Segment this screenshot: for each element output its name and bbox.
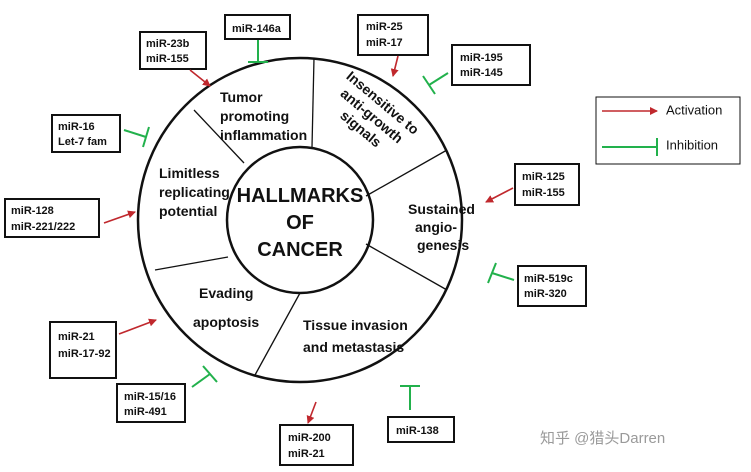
mirna-box-mir200-line-1: miR-200 xyxy=(288,432,331,444)
segment-replicating: Limitless replicating potential xyxy=(159,165,230,219)
legend-inhibition-bar xyxy=(602,138,658,156)
mirna-box-mir128: miR-128 miR-221/222 xyxy=(4,198,100,238)
mirna-box-mir21-frame xyxy=(49,321,117,379)
mirna-box-mir128-line-1: miR-128 xyxy=(11,205,54,217)
segment-replicating-line-2: replicating xyxy=(159,184,230,200)
legend-activation-label: Activation xyxy=(666,102,722,117)
inhibition-bar-mir15 xyxy=(191,365,218,388)
inhibition-bars xyxy=(123,40,515,410)
segment-invasion: Tissue invasion and metastasis xyxy=(303,317,408,355)
mirna-box-mir25-frame xyxy=(357,14,429,56)
mirna-box-mir125-frame xyxy=(514,163,580,206)
mirna-box-mir21: miR-21 miR-17-92 xyxy=(49,321,117,379)
mirna-box-mir15-line-2: miR-491 xyxy=(124,406,167,418)
mirna-box-mir128-frame xyxy=(4,198,100,238)
segment-angiogenesis: Sustained angio- genesis xyxy=(408,201,475,253)
center-title-line-3: CANCER xyxy=(257,239,343,261)
mirna-box-mir519c: miR-519c miR-320 xyxy=(517,265,587,307)
segment-inflammation: Tumor promoting inflammation xyxy=(220,89,307,143)
segment-replicating-line-1: Limitless xyxy=(159,165,220,181)
mirna-box-mir15-line-1: miR-15/16 xyxy=(124,391,176,403)
mirna-box-mir146a-line-1: miR-146a xyxy=(232,23,282,35)
segment-angiogenesis-line-3: genesis xyxy=(417,237,469,253)
mirna-box-mir146a: miR-146a xyxy=(224,14,291,40)
mirna-box-mir146a-frame xyxy=(224,14,291,40)
mirna-box-mir25-line-1: miR-25 xyxy=(366,21,403,33)
activation-arrow-mir200 xyxy=(306,401,317,424)
inhibition-bar-mir519c xyxy=(487,262,515,284)
mirna-box-mir25-line-2: miR-17 xyxy=(366,37,403,49)
mirna-box-mir16-line-2: Let-7 fam xyxy=(58,136,107,148)
inhibition-bar-mir138 xyxy=(400,385,420,410)
mirna-box-mir200: miR-200 miR-21 xyxy=(279,424,354,466)
center-title-line-2: OF xyxy=(286,212,314,234)
divider-top xyxy=(311,57,315,148)
mirna-box-mir21-line-1: miR-21 xyxy=(58,331,95,343)
activation-arrow-mir25 xyxy=(390,55,399,77)
legend-inhibition-label: Inhibition xyxy=(666,137,718,152)
legend-frame xyxy=(595,96,741,165)
mirna-box-mir16: miR-16 Let-7 fam xyxy=(51,114,121,153)
segment-angiogenesis-line-2: angio- xyxy=(415,219,457,235)
segment-angiogenesis-line-1: Sustained xyxy=(408,201,475,217)
inhibition-bar-mir16 xyxy=(123,126,150,148)
segment-invasion-line-1: Tissue invasion xyxy=(303,317,408,333)
mirna-box-mir125-line-2: miR-155 xyxy=(522,187,565,199)
mirna-box-mir138-line-1: miR-138 xyxy=(396,425,439,437)
segment-apoptosis-line-2: apoptosis xyxy=(193,314,259,330)
segment-inflammation-line-2: promoting xyxy=(220,108,289,124)
mirna-box-mir23b-line-2: miR-155 xyxy=(146,53,189,65)
divider-lower-right xyxy=(365,243,448,291)
mirna-box-mir23b-line-1: miR-23b xyxy=(146,38,190,50)
divider-lower-left xyxy=(154,256,229,271)
segment-apoptosis-line-1: Evading xyxy=(199,285,253,301)
mirna-box-mir16-frame xyxy=(51,114,121,153)
mirna-box-mir128-line-2: miR-221/222 xyxy=(11,221,75,233)
segment-inflammation-line-3: inflammation xyxy=(220,127,307,143)
mirna-box-mir125: miR-125 miR-155 xyxy=(514,163,580,206)
mirna-box-mir138: miR-138 xyxy=(387,416,455,443)
divider-upper-left xyxy=(193,109,245,164)
segment-inflammation-line-1: Tumor xyxy=(220,89,263,105)
divider-bottom xyxy=(254,292,301,376)
activation-arrows xyxy=(103,55,514,424)
activation-arrow-mir21 xyxy=(118,318,157,335)
activation-arrow-mir125 xyxy=(485,187,514,203)
inhibition-bar-mir146a xyxy=(248,40,268,63)
mirna-box-mir138-frame xyxy=(387,416,455,443)
center-title: HALLMARKS OF CANCER xyxy=(237,185,364,261)
center-title-line-1: HALLMARKS xyxy=(237,185,364,207)
segment-dividers xyxy=(154,57,448,376)
segment-replicating-line-3: potential xyxy=(159,203,217,219)
mirna-box-mir200-line-2: miR-21 xyxy=(288,448,325,460)
mirna-box-mir519c-line-1: miR-519c xyxy=(524,273,573,285)
segment-apoptosis: Evading apoptosis xyxy=(193,285,259,330)
mirna-box-mir519c-frame xyxy=(517,265,587,307)
mirna-box-mir16-line-1: miR-16 xyxy=(58,121,95,133)
mirna-box-mir125-line-1: miR-125 xyxy=(522,171,565,183)
mirna-box-mir15: miR-15/16 miR-491 xyxy=(116,383,186,423)
mirna-box-mir200-frame xyxy=(279,424,354,466)
divider-upper-right xyxy=(365,149,448,197)
activation-arrow-mir128 xyxy=(103,210,136,224)
mirna-box-mir195-frame xyxy=(451,44,531,86)
mirna-box-mir519c-line-2: miR-320 xyxy=(524,288,567,300)
mirna-box-mir195: miR-195 miR-145 xyxy=(451,44,531,86)
mirna-box-mir25: miR-25 miR-17 xyxy=(357,14,429,56)
mirna-box-mir195-line-2: miR-145 xyxy=(460,67,503,79)
legend: Activation Inhibition xyxy=(595,96,741,165)
inhibition-bar-mir195 xyxy=(422,72,449,95)
mirna-box-mir23b-frame xyxy=(139,31,207,70)
activation-arrow-mir23b xyxy=(189,69,211,87)
mirna-box-mir21-line-2: miR-17-92 xyxy=(58,348,111,360)
mirna-box-mir195-line-1: miR-195 xyxy=(460,52,503,64)
mirna-box-mir23b: miR-23b miR-155 xyxy=(139,31,207,70)
mirna-box-mir15-frame xyxy=(116,383,186,423)
watermark: 知乎 @猎头Darren xyxy=(540,430,665,447)
segment-invasion-line-2: and metastasis xyxy=(303,339,404,355)
